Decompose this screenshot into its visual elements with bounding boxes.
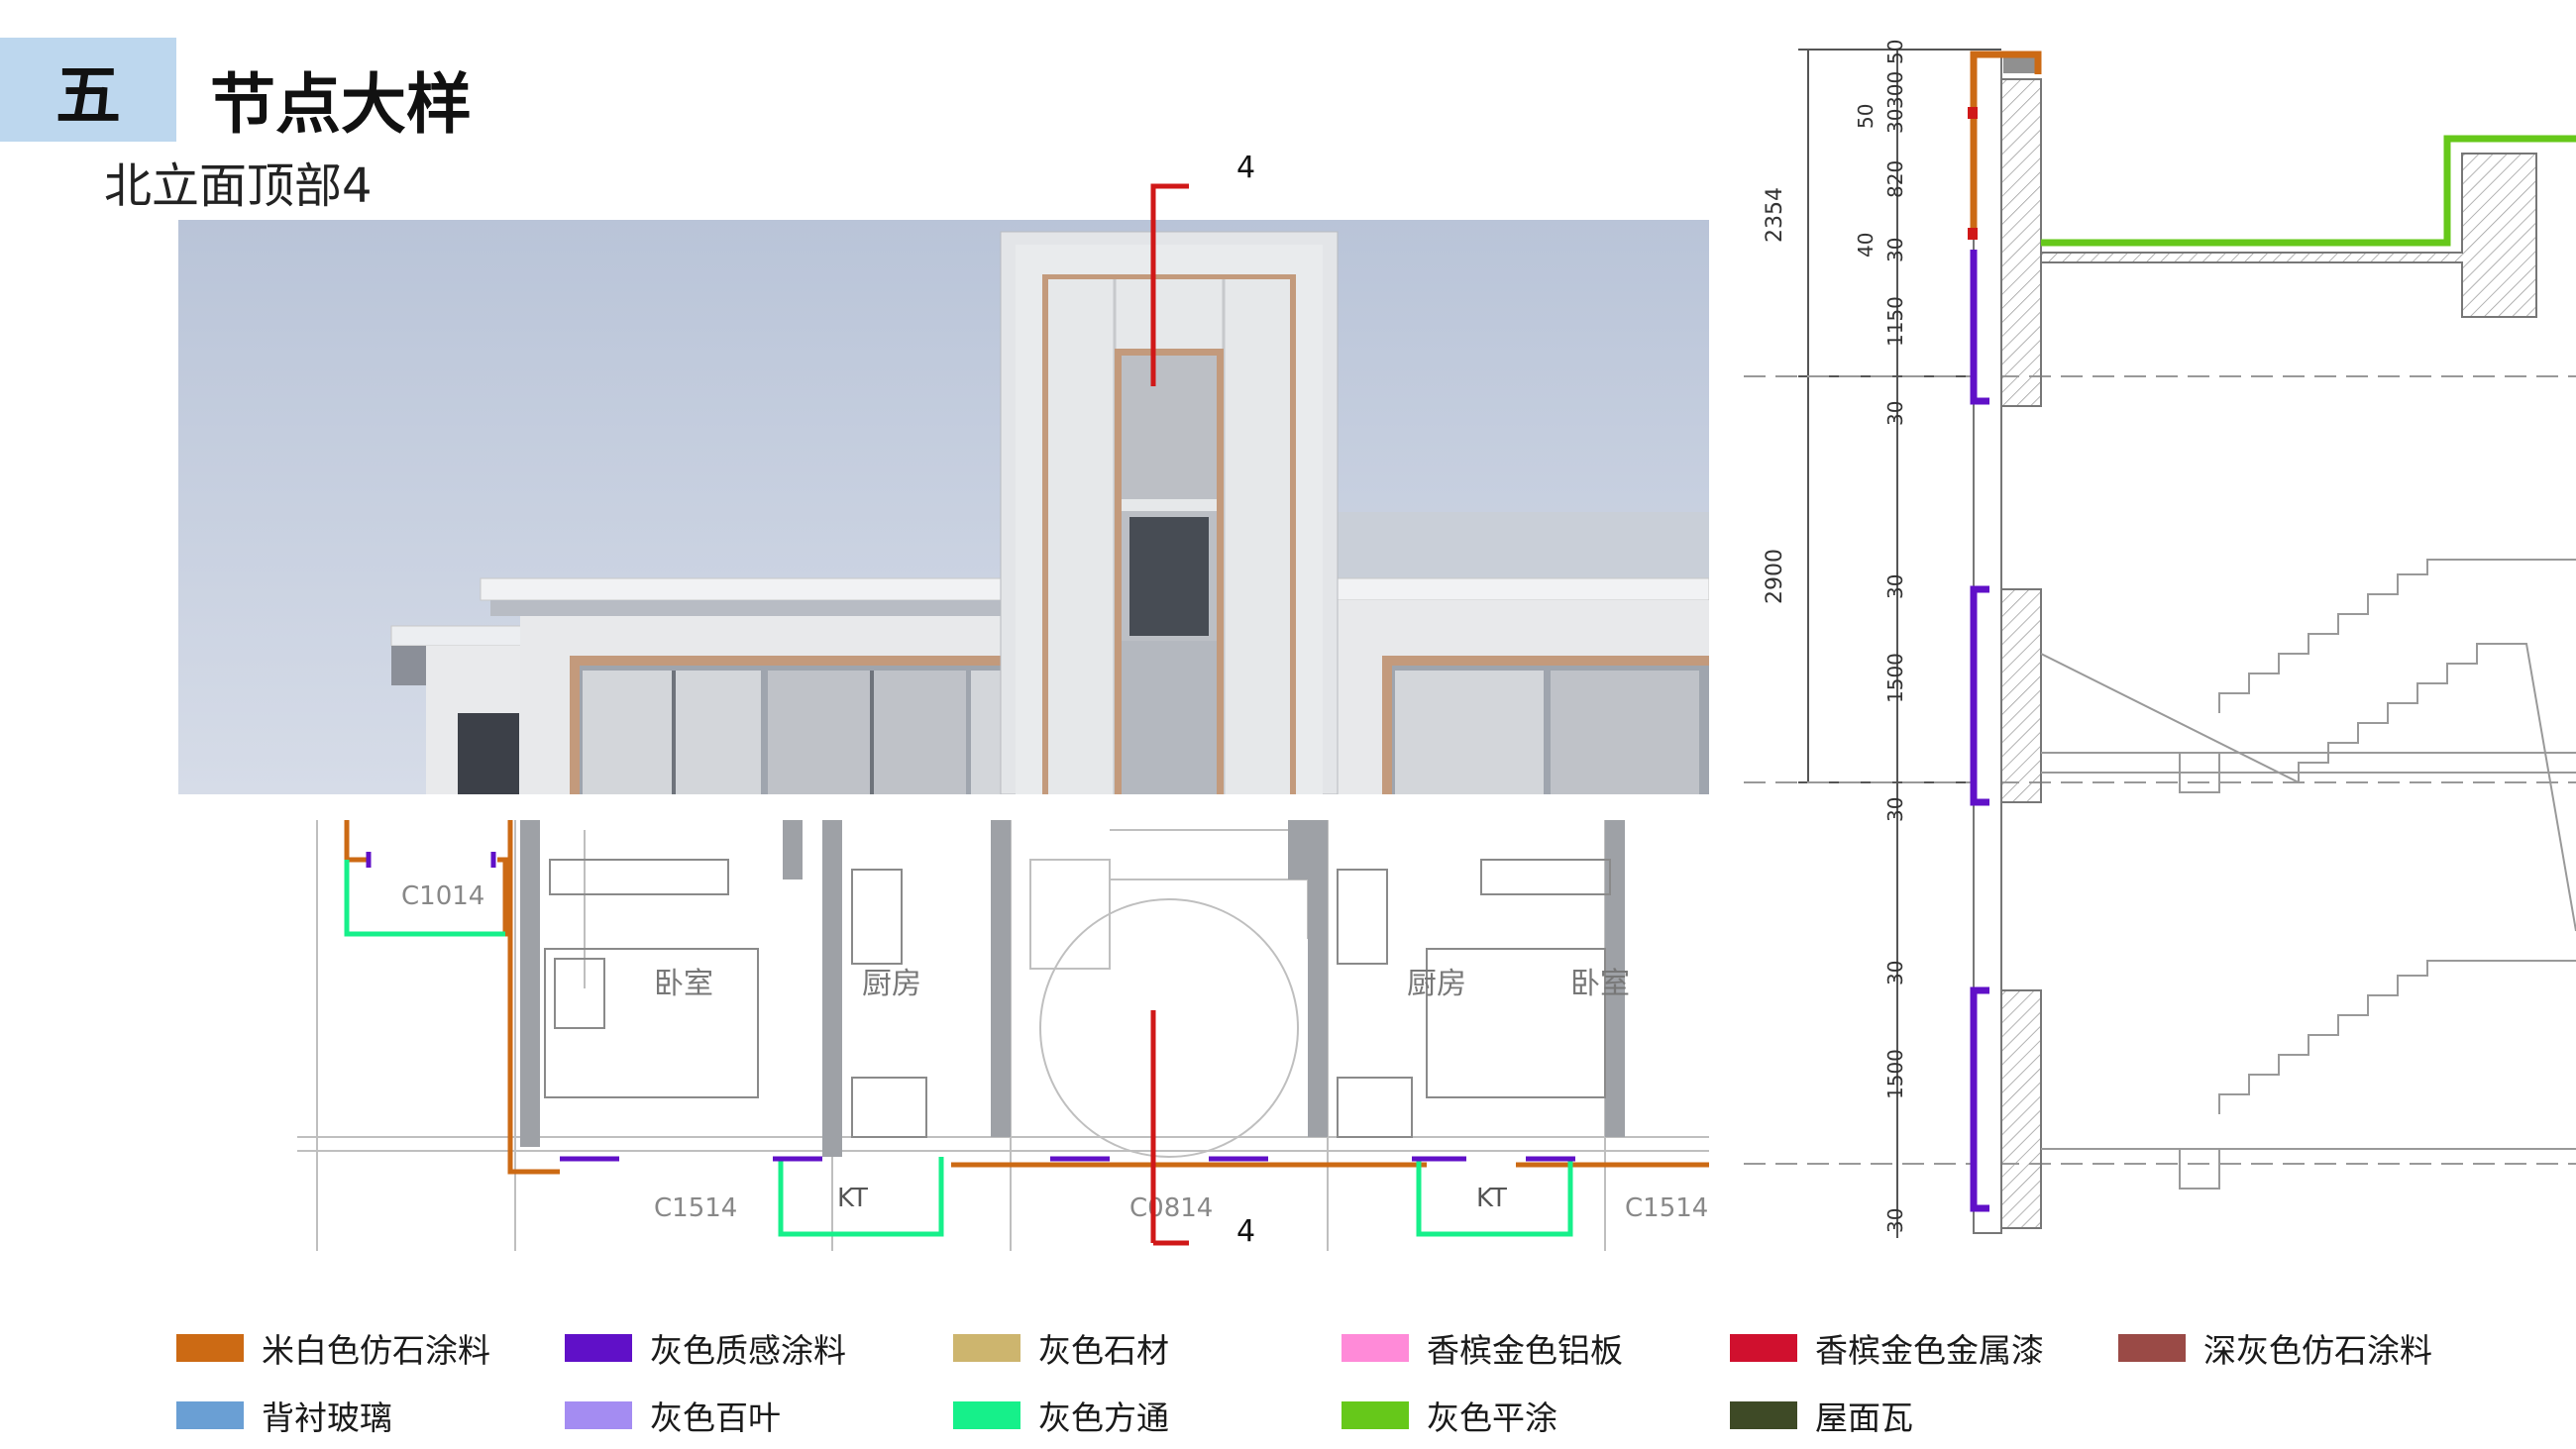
legend-item-3: 香槟金色铝板 <box>1342 1325 1623 1371</box>
legend-item-1: 灰色质感涂料 <box>565 1325 846 1371</box>
legend-item-9: 灰色平涂 <box>1342 1393 1557 1438</box>
room-label-kitchen-right: 厨房 <box>1407 967 1466 1001</box>
legend-label-6: 背衬玻璃 <box>262 1398 392 1437</box>
dim-top-1150: 1150 <box>1883 296 1907 347</box>
legend-swatch-9 <box>1342 1401 1409 1429</box>
dim-mid-30b: 30 <box>1883 797 1907 822</box>
dim-top-30c: 30 <box>1883 401 1907 426</box>
section-mark-label-bottom: 4 <box>1236 1214 1256 1249</box>
legend-label-0: 米白色仿石涂料 <box>262 1331 490 1370</box>
window-tag-c1014: C1014 <box>401 881 484 911</box>
room-label-kitchen-left: 厨房 <box>862 967 921 1001</box>
legend-item-0: 米白色仿石涂料 <box>176 1325 490 1371</box>
door-tag-c0814: C0814 <box>1129 1193 1213 1223</box>
room-label-bedroom-right: 卧室 <box>1570 967 1630 1001</box>
legend-label-1: 灰色质感涂料 <box>650 1331 846 1370</box>
dim-low-30a: 30 <box>1883 961 1907 985</box>
ac-tag-kt-right: KT <box>1476 1184 1507 1213</box>
dim-top-50b: 50 <box>1854 104 1878 129</box>
section-mark-label-top: 4 <box>1236 151 1256 185</box>
dim-low-1500: 1500 <box>1883 1049 1907 1099</box>
legend-label-5: 深灰色仿石涂料 <box>2203 1331 2432 1370</box>
dim-top-30b: 30 <box>1883 238 1907 262</box>
dim-top-50a: 50 <box>1883 40 1907 64</box>
section-title: 节点大样 <box>210 66 472 143</box>
legend-swatch-0 <box>176 1334 244 1362</box>
legend-swatch-1 <box>565 1334 632 1362</box>
dim-top-300: 300 <box>1883 71 1907 109</box>
legend-item-7: 灰色百叶 <box>565 1393 781 1438</box>
legend-swatch-4 <box>1730 1334 1797 1362</box>
wall-section-detail: 2354 2900 50 300 50 30 820 40 30 1150 30… <box>1744 40 2576 1238</box>
legend-label-4: 香槟金色金属漆 <box>1815 1331 2044 1370</box>
elevation-render <box>178 220 1709 794</box>
legend-label-10: 屋面瓦 <box>1815 1398 1913 1437</box>
dim-top-40: 40 <box>1854 233 1878 258</box>
dim-top-30a: 30 <box>1883 109 1907 134</box>
legend-item-8: 灰色方通 <box>953 1393 1169 1438</box>
section-cut-line <box>1150 183 1189 1246</box>
legend-label-2: 灰色石材 <box>1038 1331 1169 1370</box>
window-tag-c1514-left: C1514 <box>654 1193 737 1223</box>
window-tag-c1514-right: C1514 <box>1625 1193 1708 1223</box>
legend-swatch-6 <box>176 1401 244 1429</box>
dim-2900: 2900 <box>1763 549 1787 604</box>
page-subtitle: 北立面顶部4 <box>104 158 373 214</box>
legend-label-7: 灰色百叶 <box>650 1398 781 1437</box>
legend-swatch-8 <box>953 1401 1020 1429</box>
legend-swatch-7 <box>565 1401 632 1429</box>
material-legend: 米白色仿石涂料 灰色质感涂料 灰色石材 香槟金色铝板 香槟金色金属漆 深灰色仿石… <box>176 1307 2455 1446</box>
legend-item-10: 屋面瓦 <box>1730 1393 1913 1438</box>
legend-swatch-3 <box>1342 1334 1409 1362</box>
legend-item-5: 深灰色仿石涂料 <box>2118 1325 2432 1371</box>
room-label-bedroom-left: 卧室 <box>654 967 713 1001</box>
legend-item-2: 灰色石材 <box>953 1325 1169 1371</box>
legend-item-4: 香槟金色金属漆 <box>1730 1325 2044 1371</box>
legend-item-6: 背衬玻璃 <box>176 1393 392 1438</box>
dim-low-30b: 30 <box>1883 1208 1907 1233</box>
dim-mid-30a: 30 <box>1883 574 1907 599</box>
chapter-number: 五 <box>55 56 121 134</box>
legend-swatch-2 <box>953 1334 1020 1362</box>
dim-2354: 2354 <box>1763 187 1787 243</box>
dim-top-820: 820 <box>1883 160 1907 198</box>
floor-plan: 卧室 厨房 厨房 卧室 C1014 KT KT C1514 C0814 C151… <box>297 820 1709 1251</box>
legend-swatch-5 <box>2118 1334 2186 1362</box>
chapter-number-box: 五 <box>0 38 176 142</box>
legend-label-9: 灰色平涂 <box>1427 1398 1557 1437</box>
legend-swatch-10 <box>1730 1401 1797 1429</box>
ac-tag-kt-left: KT <box>837 1184 868 1213</box>
legend-label-8: 灰色方通 <box>1038 1398 1169 1437</box>
dim-mid-1500: 1500 <box>1883 653 1907 703</box>
legend-label-3: 香槟金色铝板 <box>1427 1331 1623 1370</box>
